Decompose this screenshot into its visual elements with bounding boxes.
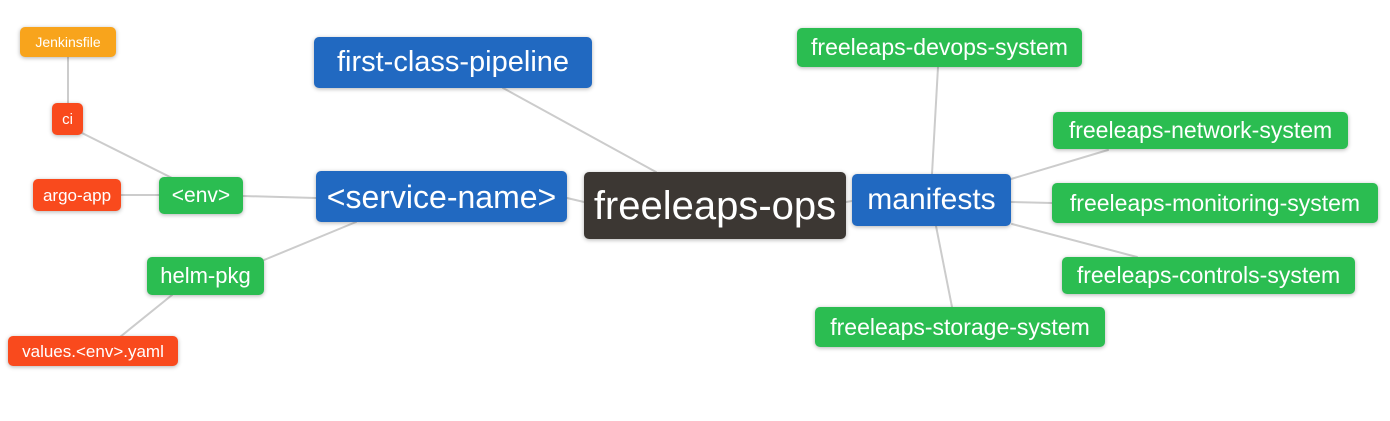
edge-ci-to-env bbox=[81, 132, 173, 179]
node-monitoring-system[interactable]: freeleaps-monitoring-system bbox=[1052, 183, 1378, 223]
node-first-class-pipeline[interactable]: first-class-pipeline bbox=[314, 37, 592, 88]
node-env[interactable]: <env> bbox=[159, 177, 243, 214]
edge-service-name-to-freeleaps-ops bbox=[566, 197, 585, 203]
node-network-system[interactable]: freeleaps-network-system bbox=[1053, 112, 1348, 149]
edge-manifests-to-network-system bbox=[1010, 149, 1109, 180]
node-storage-system[interactable]: freeleaps-storage-system bbox=[815, 307, 1105, 347]
edge-helm-pkg-to-values-env-yaml bbox=[119, 294, 173, 338]
node-service-name[interactable]: <service-name> bbox=[316, 171, 567, 222]
edge-manifests-to-controls-system bbox=[1011, 223, 1138, 258]
node-devops-system[interactable]: freeleaps-devops-system bbox=[797, 28, 1082, 67]
node-values-env-yaml[interactable]: values.<env>.yaml bbox=[8, 336, 178, 366]
node-ci[interactable]: ci bbox=[52, 103, 83, 135]
edge-env-to-service-name bbox=[242, 195, 317, 199]
edge-manifests-to-storage-system bbox=[935, 225, 953, 308]
edge-first-class-pipeline-to-freeleaps-ops bbox=[502, 87, 657, 173]
edge-manifests-to-devops-system bbox=[931, 66, 939, 175]
node-argo-app[interactable]: argo-app bbox=[33, 179, 121, 211]
edge-helm-pkg-to-service-name bbox=[263, 221, 357, 261]
node-jenkinsfile[interactable]: Jenkinsfile bbox=[20, 27, 116, 57]
edge-manifests-to-monitoring-system bbox=[1010, 201, 1053, 204]
node-helm-pkg[interactable]: helm-pkg bbox=[147, 257, 264, 295]
node-freeleaps-ops[interactable]: freeleaps-ops bbox=[584, 172, 846, 239]
node-manifests[interactable]: manifests bbox=[852, 174, 1011, 226]
node-controls-system[interactable]: freeleaps-controls-system bbox=[1062, 257, 1355, 294]
